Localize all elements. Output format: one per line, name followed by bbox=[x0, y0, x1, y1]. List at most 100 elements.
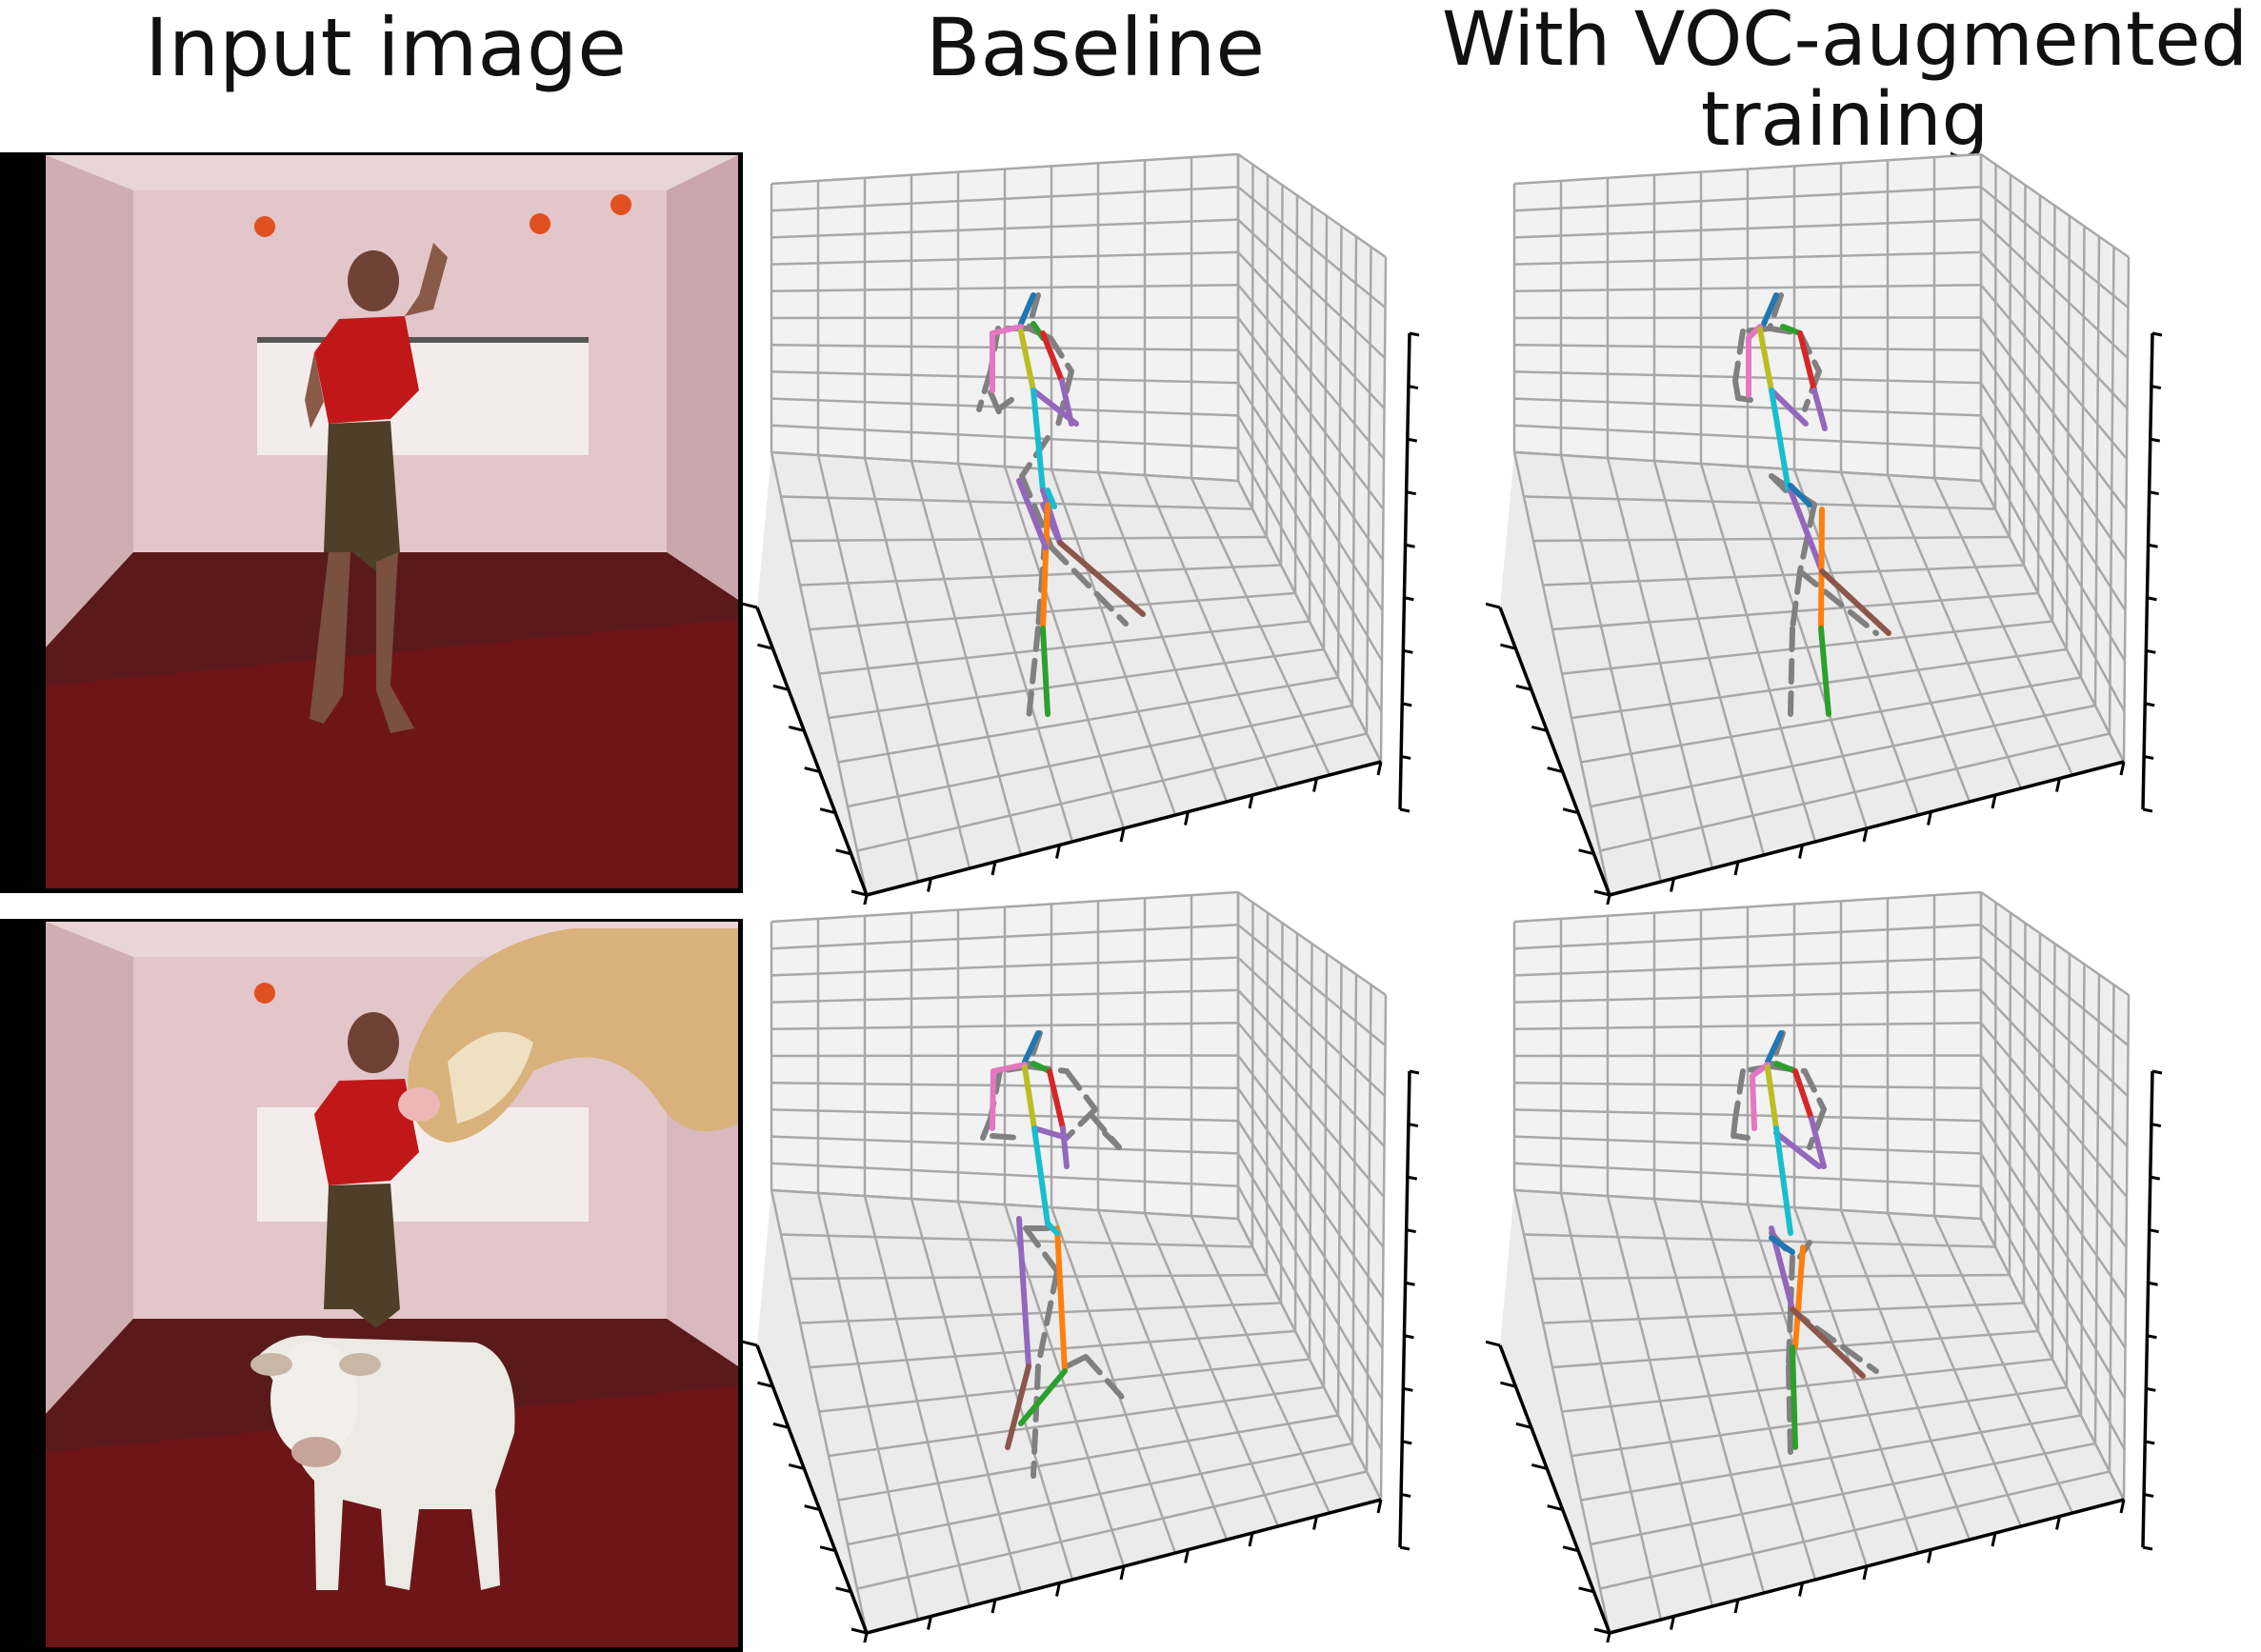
ground-truth-bone bbox=[1790, 568, 1803, 631]
gridline bbox=[818, 1358, 1311, 1413]
axis-tick bbox=[804, 766, 821, 774]
bone-left-forearm bbox=[1765, 1065, 1779, 1131]
bone-right-shin bbox=[1040, 626, 1050, 717]
axis-tick bbox=[1403, 648, 1413, 654]
axis-tick bbox=[1562, 807, 1579, 815]
column-title-input-image: Input image bbox=[145, 1, 627, 94]
axis-tick bbox=[1670, 1616, 1675, 1630]
axis-tick bbox=[788, 1463, 805, 1470]
floor-pane bbox=[1500, 452, 2124, 895]
gridline bbox=[1590, 1442, 2096, 1546]
axis-tick bbox=[1184, 811, 1190, 826]
bone-left-upper-arm bbox=[990, 1068, 996, 1131]
axis-tick bbox=[1578, 848, 1594, 856]
bone-left-upper-arm bbox=[990, 324, 1024, 336]
axis-tick bbox=[1593, 889, 1611, 897]
gridline bbox=[1532, 535, 2011, 543]
axis-tick bbox=[1862, 827, 1869, 843]
axis-z bbox=[1398, 332, 1411, 810]
axis-tick bbox=[1406, 490, 1416, 496]
ground-truth-bone bbox=[1767, 292, 1784, 331]
gridline bbox=[770, 250, 1239, 266]
bone-head bbox=[1765, 1030, 1784, 1065]
axis-tick bbox=[2150, 437, 2161, 443]
bone-right-upper-arm bbox=[1047, 1068, 1066, 1131]
gridline bbox=[1513, 956, 1982, 977]
gridline bbox=[770, 450, 1239, 483]
gridline bbox=[1599, 1470, 2111, 1590]
axis-tick bbox=[1312, 1516, 1318, 1530]
axis-tick bbox=[2151, 1123, 2162, 1128]
gridline bbox=[770, 956, 1239, 977]
gridline bbox=[1513, 1081, 1982, 1090]
bone-spine bbox=[1045, 1221, 1060, 1236]
axis-tick bbox=[2119, 761, 2126, 776]
axis-tick bbox=[2142, 807, 2153, 813]
axis-tick bbox=[1401, 702, 1412, 707]
pose-plot-voc-row1 bbox=[1486, 152, 2163, 905]
gridline bbox=[1513, 250, 1982, 266]
gridline bbox=[1580, 1414, 2082, 1502]
gridline bbox=[1980, 924, 2130, 1046]
bone-right-thigh bbox=[1054, 1225, 1068, 1374]
gridline bbox=[770, 1188, 1239, 1221]
gridline bbox=[770, 316, 1239, 320]
ground-truth-bone bbox=[1064, 1354, 1089, 1369]
gridline bbox=[1513, 1135, 1982, 1155]
gridline bbox=[1513, 1054, 1982, 1058]
axis-z bbox=[1398, 1070, 1411, 1548]
axis-tick bbox=[2150, 1175, 2161, 1181]
axis-tick bbox=[1408, 385, 1419, 390]
ground-truth-bone bbox=[1732, 378, 1741, 401]
ground-truth-bone bbox=[1083, 1354, 1131, 1407]
gridline bbox=[856, 1470, 1368, 1590]
bone-left-forearm bbox=[1018, 328, 1036, 393]
axis-tick bbox=[1500, 1381, 1516, 1388]
axis-tick bbox=[772, 684, 790, 691]
gridline bbox=[770, 1081, 1239, 1090]
gridline bbox=[1979, 448, 2126, 712]
ground-truth-bone bbox=[976, 368, 993, 412]
gridline bbox=[1236, 1185, 1383, 1450]
gridline bbox=[1236, 1087, 1385, 1299]
axis-tick bbox=[743, 1340, 758, 1347]
bone-left-thigh bbox=[1788, 488, 1825, 574]
gridline bbox=[770, 283, 1239, 293]
axis-tick bbox=[2142, 1545, 2153, 1551]
gridline bbox=[1513, 988, 1982, 1004]
bone-head bbox=[1018, 292, 1036, 327]
bone-right-shin bbox=[1790, 1344, 1798, 1450]
axes-panes bbox=[743, 890, 1420, 1642]
gridline bbox=[1237, 1054, 1385, 1248]
gridline bbox=[1979, 1185, 2126, 1450]
axis-tick bbox=[1119, 1565, 1126, 1581]
axis-tick bbox=[990, 1599, 997, 1614]
gridline bbox=[1513, 1108, 1982, 1123]
gridline bbox=[837, 676, 1339, 764]
axis-tick bbox=[1407, 437, 1418, 443]
axis-tick bbox=[2148, 543, 2158, 548]
bone-left-shin bbox=[1819, 568, 1891, 636]
gridline bbox=[828, 647, 1325, 720]
gridline bbox=[1571, 647, 2068, 720]
axis-tick bbox=[2055, 778, 2061, 792]
gridline bbox=[770, 1162, 1239, 1187]
ground-truth-bone bbox=[1049, 545, 1129, 627]
gridline bbox=[770, 370, 1239, 385]
gridline bbox=[1513, 1162, 1982, 1187]
bone-neck bbox=[1773, 1061, 1798, 1074]
gridline bbox=[1542, 1302, 2025, 1324]
ground-truth-bone bbox=[1026, 292, 1041, 331]
axis-tick bbox=[1376, 1499, 1383, 1514]
axis-tick bbox=[1606, 894, 1611, 905]
axis-tick bbox=[1055, 845, 1061, 859]
gridline bbox=[1513, 1188, 1982, 1221]
bone-right-forearm bbox=[1769, 388, 1809, 427]
axes-panes bbox=[743, 152, 1420, 905]
gridline bbox=[1571, 1385, 2068, 1458]
axis-tick bbox=[1670, 878, 1675, 892]
gridline bbox=[1513, 397, 1982, 417]
axes-panes bbox=[1486, 890, 2163, 1642]
person-figure bbox=[314, 1012, 419, 1328]
person-figure bbox=[305, 243, 448, 733]
